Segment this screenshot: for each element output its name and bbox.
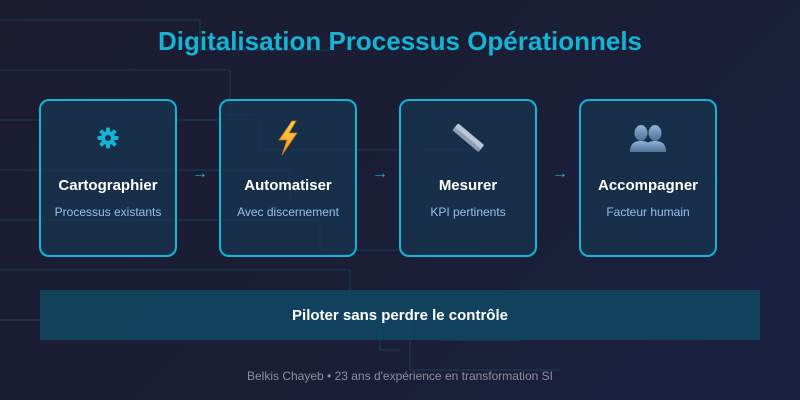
step-card-automatiser: Automatiser Avec discernement [219,99,357,257]
people-icon [581,121,715,155]
step-label: Cartographier [58,177,158,194]
lightning-icon [221,120,355,156]
page-title: Digitalisation Processus Opérationnels [157,26,643,56]
step-subtitle: Avec discernement [237,205,339,219]
step-label: Automatiser [244,177,332,194]
banner-text: Piloter sans perdre le contrôle [292,306,508,324]
arrow-icon: → [192,165,208,182]
summary-banner: Piloter sans perdre le contrôle [40,290,760,340]
step-label: Mesurer [438,177,498,194]
step-subtitle: Processus existants [54,205,162,219]
step-card-mesurer: Mesurer KPI pertinents [399,99,537,257]
step-label: Accompagner [597,177,699,194]
step-card-cartographier: Cartographier Processus existants [39,99,177,257]
arrow-icon: → [552,165,568,182]
step-card-accompagner: Accompagner Facteur humain [579,99,717,257]
arrow-icon: → [372,165,388,182]
ruler-icon [401,121,535,155]
gear-icon [41,121,175,155]
step-subtitle: KPI pertinents [430,205,506,219]
author-footer: Belkis Chayeb • 23 ans d'expérience en t… [247,369,553,383]
step-subtitle: Facteur humain [606,205,690,219]
